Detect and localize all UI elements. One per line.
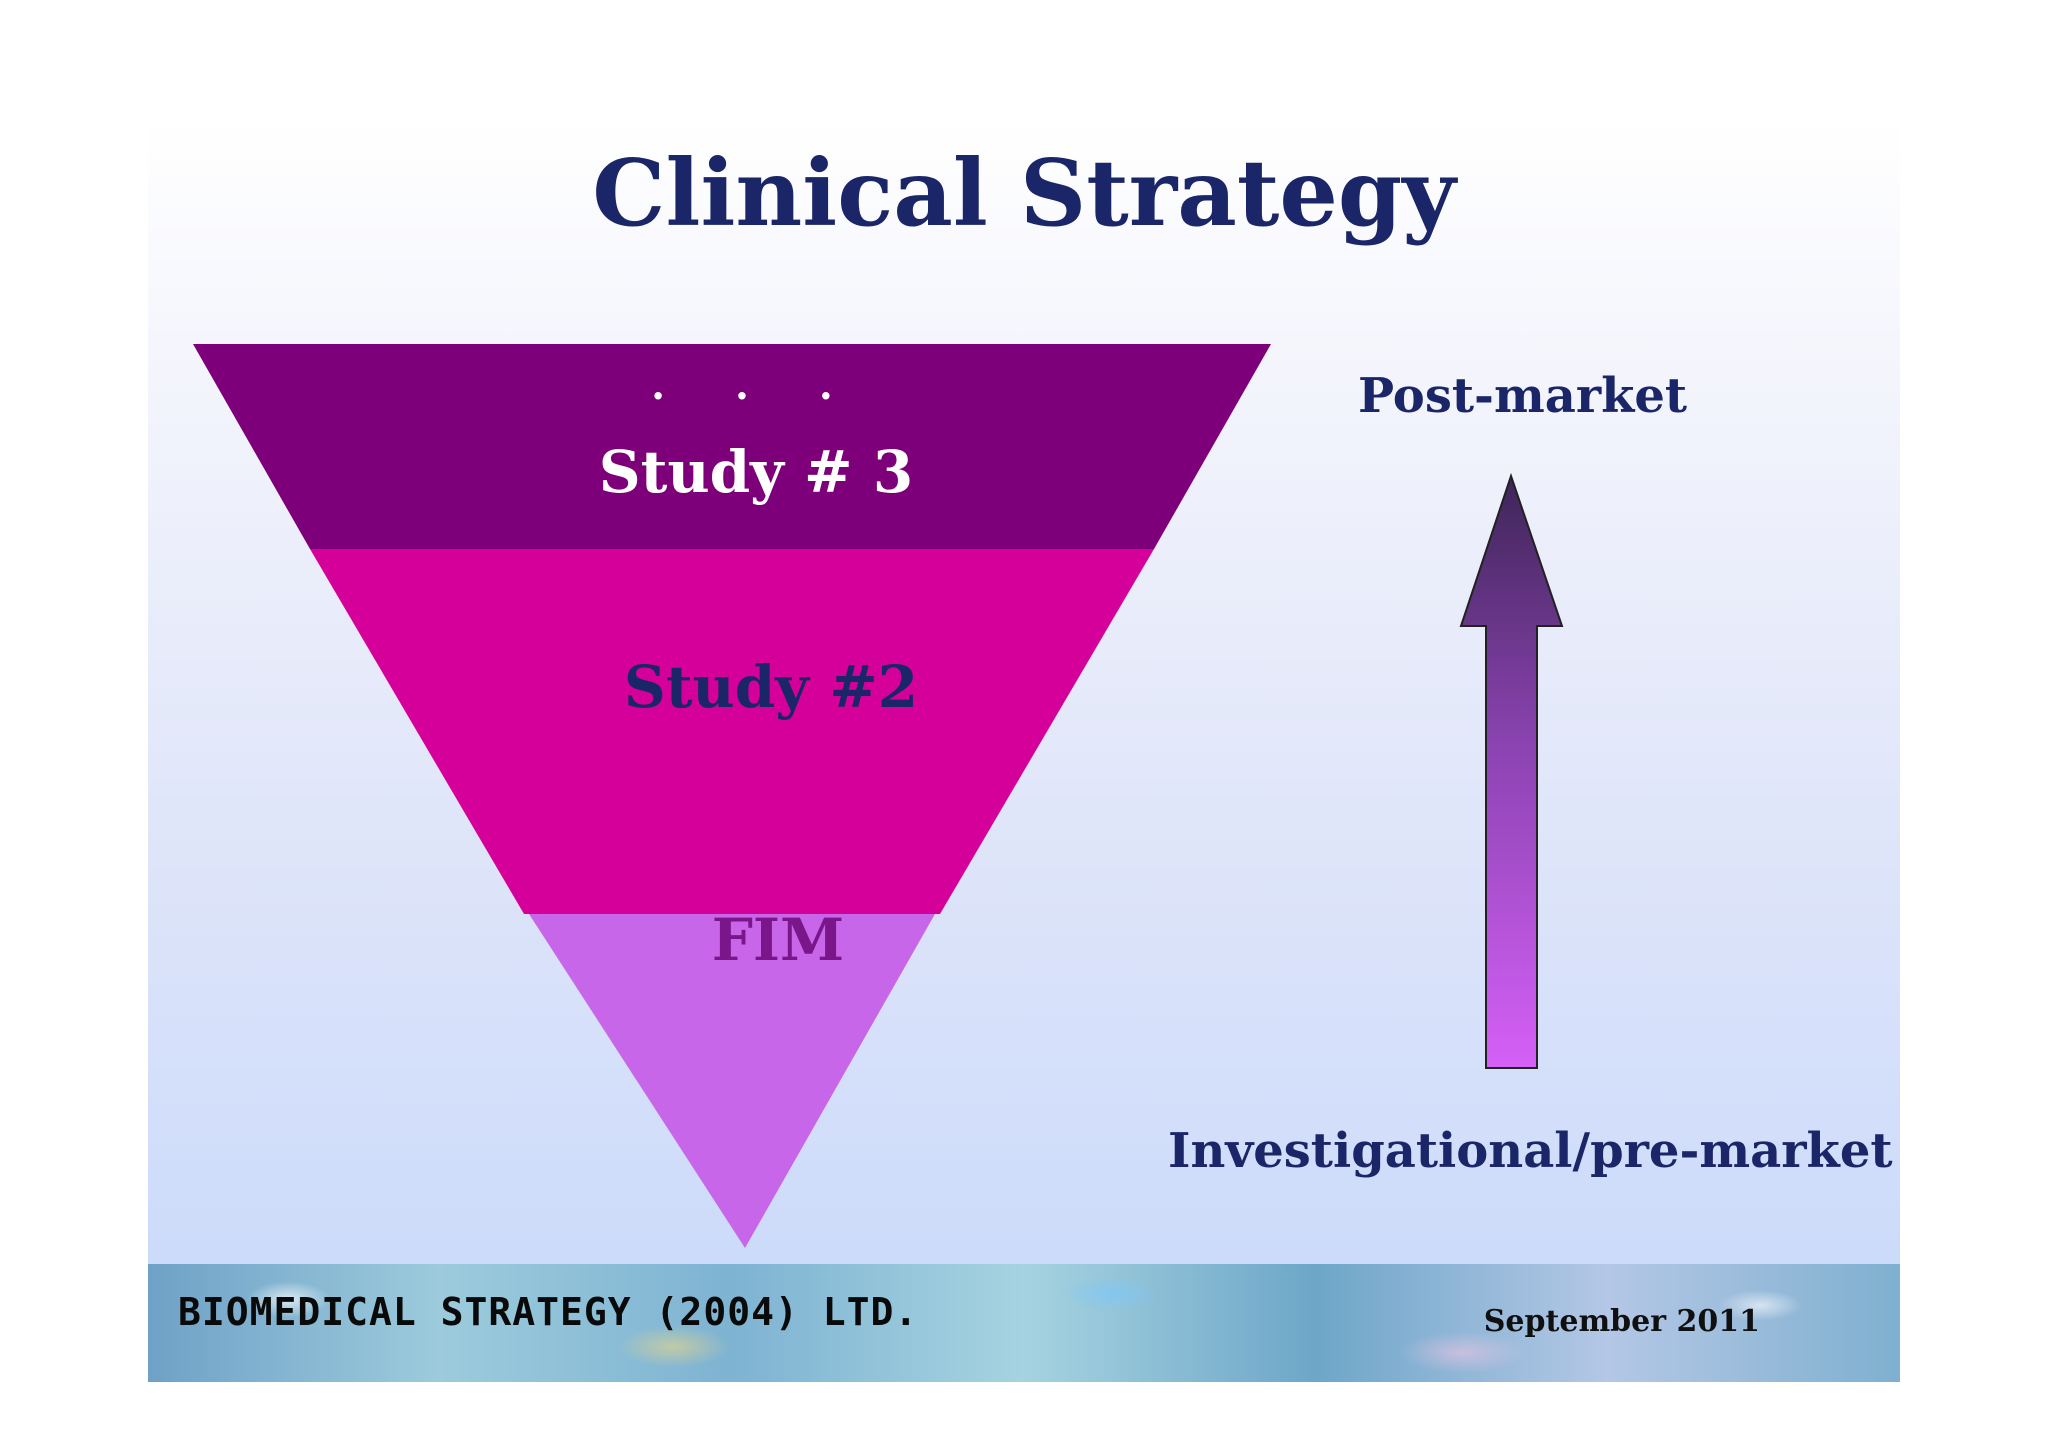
funnel-ellipsis: . . . bbox=[651, 362, 861, 409]
investigational-label: Investigational/pre-market bbox=[1168, 1123, 1893, 1179]
up-arrow-icon bbox=[1459, 472, 1564, 1069]
funnel-label-study-3: Study # 3 bbox=[598, 438, 914, 506]
company-name: BioMedical Strategy (2004) Ltd. bbox=[178, 1290, 919, 1334]
funnel-level-study-3 bbox=[193, 344, 1271, 549]
footer-banner: BioMedical Strategy (2004) Ltd. Septembe… bbox=[148, 1264, 1900, 1382]
slide-title: Clinical Strategy bbox=[592, 139, 1456, 247]
funnel-label-study-2: Study #2 bbox=[623, 653, 919, 721]
funnel-level-fim bbox=[529, 914, 935, 1248]
funnel-diagram bbox=[193, 344, 1271, 1248]
progression-arrow bbox=[1459, 472, 1564, 1069]
slide: Clinical Strategy . . . Study # 3 Study … bbox=[148, 118, 1900, 1382]
funnel-level-study-2 bbox=[310, 549, 1154, 914]
footer-date: September 2011 bbox=[1483, 1304, 1760, 1339]
funnel-label-fim: FIM bbox=[711, 906, 845, 974]
post-market-label: Post-market bbox=[1358, 368, 1688, 424]
